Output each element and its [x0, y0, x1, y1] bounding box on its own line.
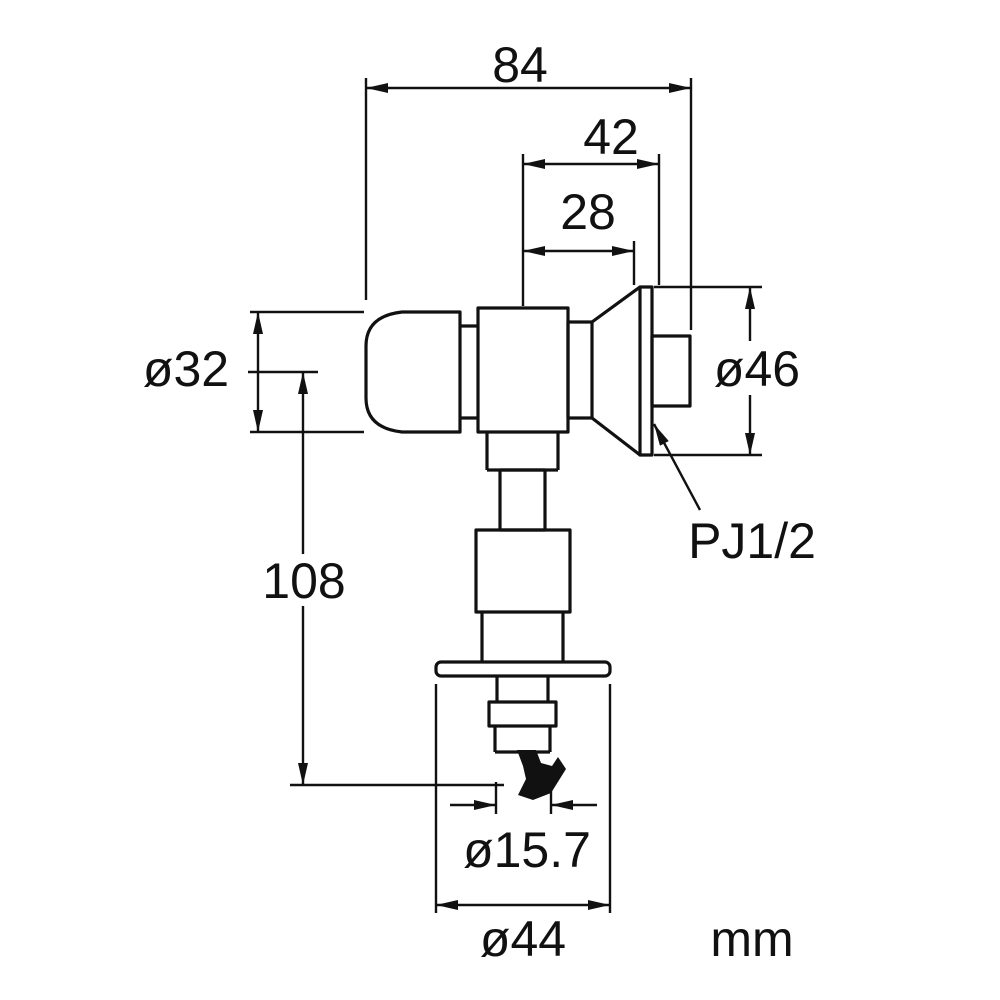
thread-callout-group: PJ1/2	[652, 423, 816, 569]
dim-d32-group: ø32	[143, 310, 364, 434]
outlet-step	[566, 320, 594, 420]
dim-label-d46: ø46	[714, 341, 800, 397]
dim-label-42: 42	[583, 109, 639, 165]
dim-label-108: 108	[262, 553, 345, 609]
union-nut	[474, 528, 572, 614]
dim-label-d32: ø32	[143, 341, 229, 397]
base-flange	[434, 660, 612, 678]
unit-label: mm	[710, 911, 793, 967]
thread-label: PJ1/2	[688, 513, 816, 569]
dim-d46-group: ø46	[654, 285, 800, 457]
valve-body	[476, 306, 570, 434]
dim-42-group: 42	[521, 109, 661, 306]
dim-d157-group: ø15.7	[450, 782, 597, 878]
dim-label-d44: ø44	[480, 911, 566, 967]
dim-label-28: 28	[560, 184, 616, 240]
leader-line	[652, 423, 702, 511]
dim-108-group: 108	[248, 370, 504, 787]
handle-knob	[364, 310, 462, 434]
flange-rim	[638, 285, 654, 457]
dim-28-group: 28	[523, 184, 636, 285]
dim-label-d157: ø15.7	[463, 822, 591, 878]
flange-cone	[591, 285, 641, 324]
threaded-outlet	[650, 334, 692, 408]
angled-spout	[517, 750, 566, 800]
dim-label-84: 84	[492, 37, 548, 93]
hose-nut	[487, 700, 558, 728]
flange-cone	[591, 416, 641, 457]
inner-cartridge	[498, 468, 547, 532]
dim-d44-group: ø44	[434, 684, 612, 967]
valve-outline	[364, 285, 692, 800]
